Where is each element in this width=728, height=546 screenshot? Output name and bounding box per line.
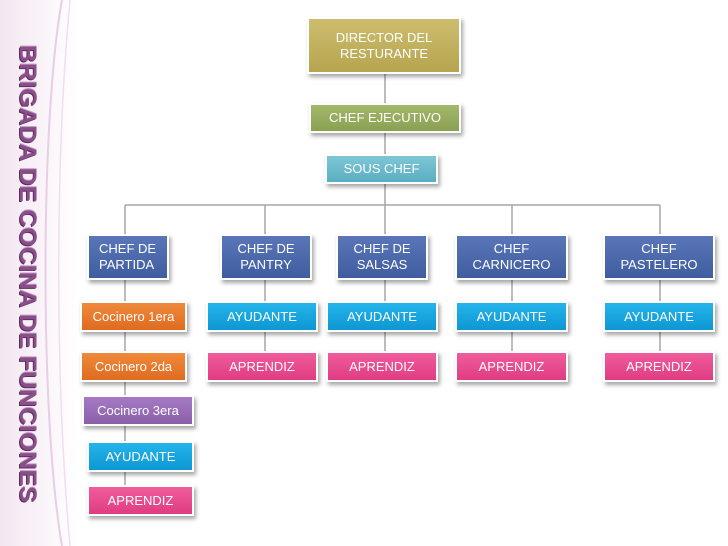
node-salsas-ayudante: AYUDANTE [326,301,438,332]
node-chef-pastelero-label: CHEF PASTELERO [620,241,698,272]
page-title-wrapper: BRIGADA DE COCINA DE FUNCIONES [8,4,46,544]
node-cocinero-3era-label: Cocinero 3era [97,402,179,418]
node-pastelero-ayudante-label: AYUDANTE [624,308,694,324]
node-chef-ejecutivo: CHEF EJECUTIVO [309,103,461,133]
sidebar-decoration [44,0,71,546]
node-sous-chef-label: SOUS CHEF [343,161,420,176]
node-pantry-aprendiz: APRENDIZ [206,351,318,382]
node-partida-ayudante: AYUDANTE [87,441,194,472]
page-title: BRIGADA DE COCINA DE FUNCIONES [14,45,41,503]
node-salsas-aprendiz-label: APRENDIZ [349,358,415,374]
node-sous-chef: SOUS CHEF [325,154,438,184]
node-carnicero-aprendiz: APRENDIZ [455,351,568,382]
node-cocinero-2da: Cocinero 2da [80,351,187,382]
node-chef-salsas-label: CHEF DE SALSAS [353,241,411,272]
node-chef-salsas: CHEF DE SALSAS [336,234,428,280]
node-chef-pantry: CHEF DE PANTRY [220,234,312,280]
node-partida-ayudante-label: AYUDANTE [105,448,176,464]
node-carnicero-aprendiz-label: APRENDIZ [478,358,545,374]
node-partida-aprendiz: APRENDIZ [87,485,194,516]
node-pastelero-aprendiz-label: APRENDIZ [626,358,692,374]
node-director-label: DIRECTOR DEL RESTURANTE [335,29,433,61]
node-pantry-ayudante-label: AYUDANTE [227,308,297,324]
node-salsas-ayudante-label: AYUDANTE [347,308,417,324]
node-chef-ejecutivo-label: CHEF EJECUTIVO [329,110,441,125]
node-pantry-aprendiz-label: APRENDIZ [229,358,295,374]
node-chef-pastelero: CHEF PASTELERO [603,234,715,280]
node-partida-aprendiz-label: APRENDIZ [107,492,174,508]
node-chef-partida: CHEF DE PARTIDA [87,234,169,280]
node-pastelero-ayudante: AYUDANTE [603,301,715,332]
node-carnicero-ayudante: AYUDANTE [455,301,568,332]
node-chef-pantry-label: CHEF DE PANTRY [237,241,295,272]
node-pastelero-aprendiz: APRENDIZ [603,351,715,382]
node-chef-partida-label: CHEF DE PARTIDA [99,241,157,272]
node-carnicero-ayudante-label: AYUDANTE [476,308,547,324]
node-pantry-ayudante: AYUDANTE [206,301,318,332]
node-chef-carnicero: CHEF CARNICERO [455,234,568,280]
node-cocinero-3era: Cocinero 3era [82,395,194,426]
node-cocinero-2da-label: Cocinero 2da [94,358,173,374]
node-cocinero-1era: Cocinero 1era [80,301,187,332]
node-director: DIRECTOR DEL RESTURANTE [307,17,461,74]
node-salsas-aprendiz: APRENDIZ [326,351,438,382]
node-chef-carnicero-label: CHEF CARNICERO [472,241,551,272]
node-cocinero-1era-label: Cocinero 1era [92,308,175,324]
sidebar-band [0,0,78,546]
